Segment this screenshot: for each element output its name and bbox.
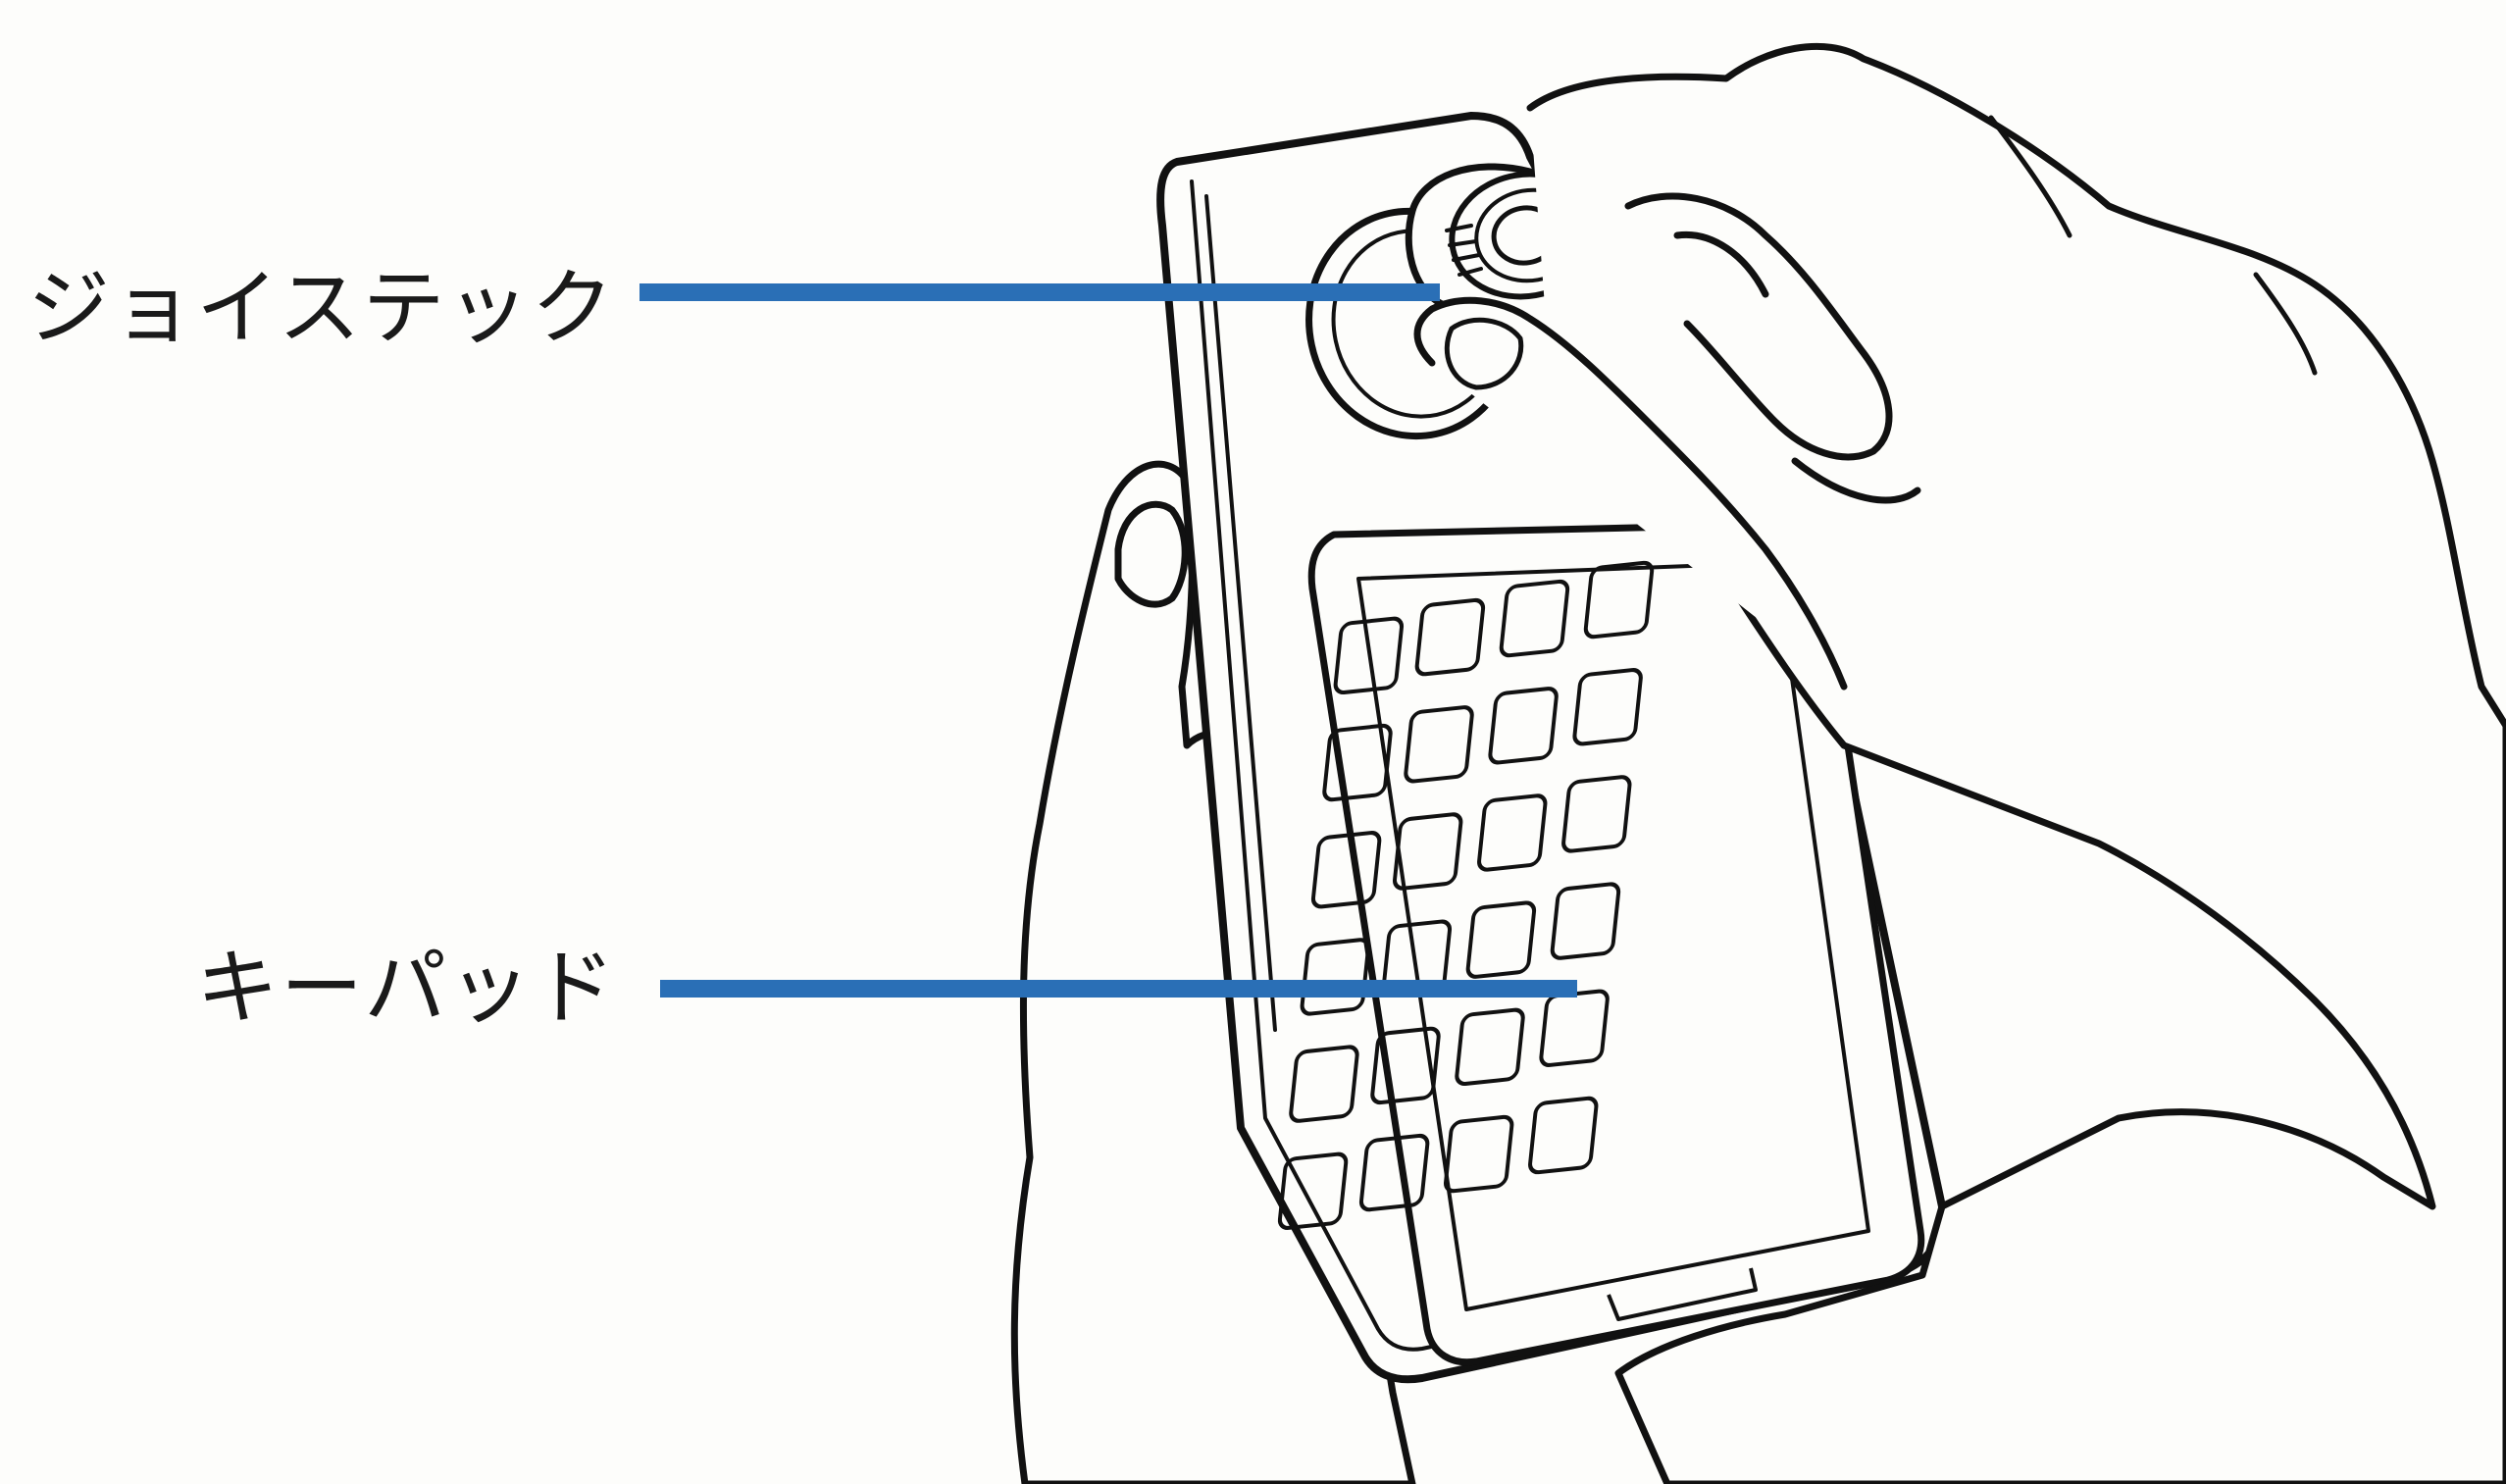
joystick-label: ジョイステック xyxy=(27,267,615,349)
keypad-label: キーパッド xyxy=(196,947,617,1029)
